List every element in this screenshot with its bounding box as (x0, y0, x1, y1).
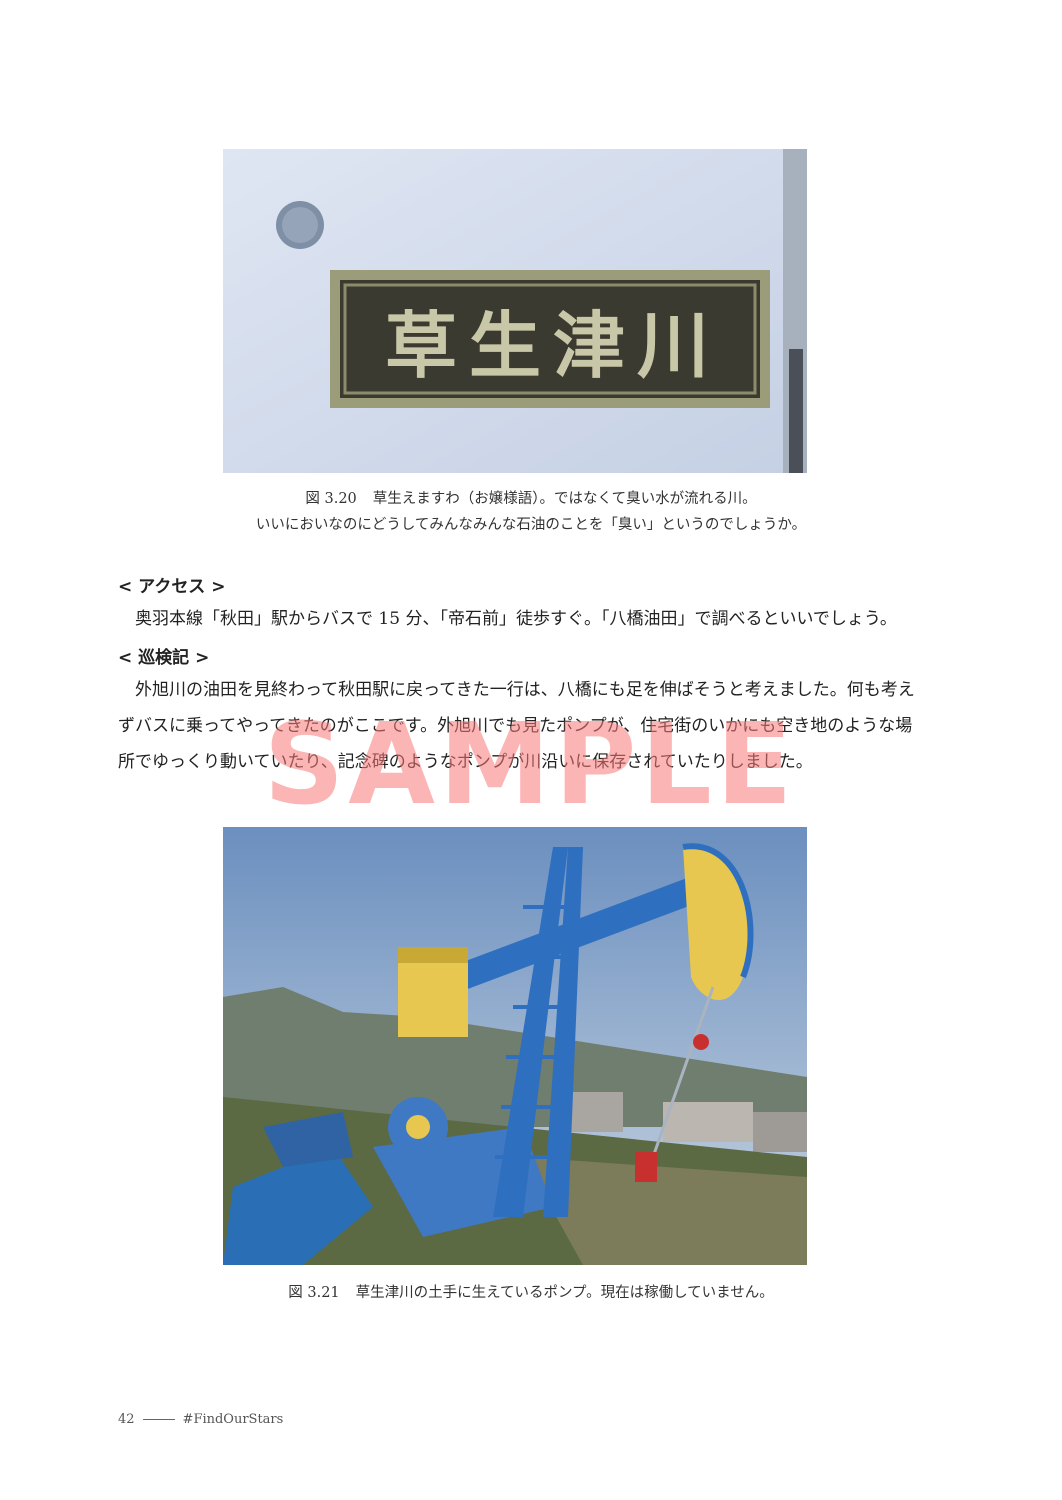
figure-label: 図 3.21 (288, 1285, 340, 1301)
footer-hashtag: #FindOurStars (182, 1412, 284, 1427)
figure-label: 図 3.20 (305, 491, 357, 507)
caption-line: 草生津川の土手に生えているポンプ。現在は稼働していません。 (355, 1285, 774, 1301)
page-footer: 42 #FindOurStars (118, 1412, 283, 1427)
page-number: 42 (118, 1412, 135, 1427)
access-heading: < アクセス > (118, 577, 226, 597)
figure-caption-1: 図 3.20 草生えますわ（お嬢様語）。ではなくて臭い水が流れる川。 いいにおいな… (0, 486, 1062, 538)
footer-rule (142, 1419, 175, 1420)
caption-line: 草生えますわ（お嬢様語）。ではなくて臭い水が流れる川。 (372, 491, 757, 507)
caption-line: いいにおいなのにどうしてみんなみんな石油のことを「臭い」というのでしょうか。 (255, 517, 807, 533)
plaque-text: 草生津川 (384, 302, 721, 388)
figure-caption-2: 図 3.21 草生津川の土手に生えているポンプ。現在は稼働していません。 (0, 1280, 1062, 1306)
access-text: 奥羽本線「秋田」駅からバスで 15 分、「帝石前」徒歩すぐ。「八橋油田」で調べる… (135, 609, 897, 629)
pump-jack-photo (223, 827, 807, 1265)
visit-heading: < 巡検記 > (118, 648, 210, 668)
visit-text: 外旭川の油田を見終わって秋田駅に戻ってきた一行は、八橋にも足を伸ばそうと考えまし… (118, 680, 915, 772)
plaque-photo: 草生津川 (223, 149, 807, 473)
